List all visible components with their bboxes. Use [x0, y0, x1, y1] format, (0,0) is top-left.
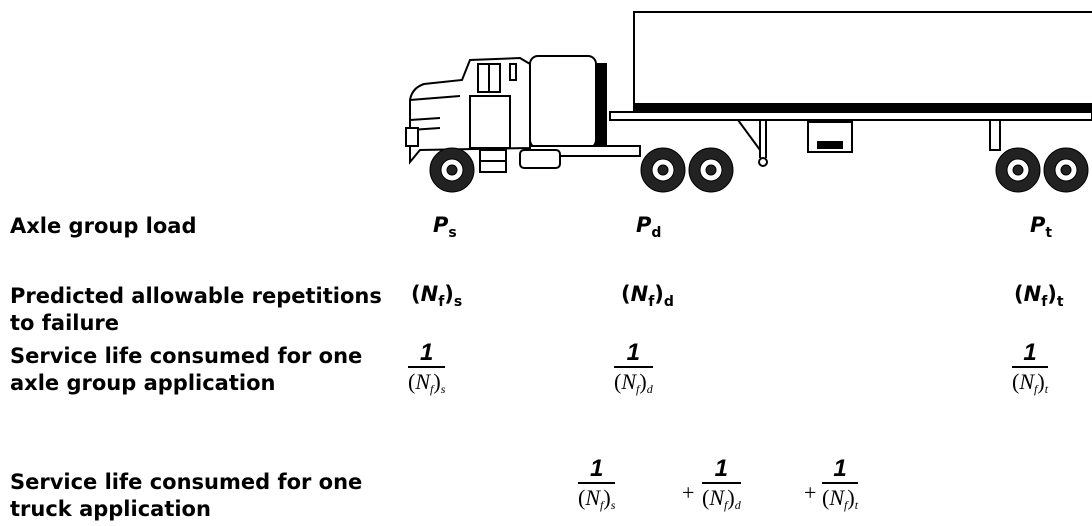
- denominator: (Nf)t: [822, 484, 858, 519]
- denominator: (Nf)d: [702, 484, 741, 519]
- trailer-box: [634, 12, 1092, 110]
- reps-drive: (Nf)d: [621, 282, 674, 310]
- denominator: (Nf)d: [614, 368, 653, 403]
- denominator: (Nf)s: [578, 484, 615, 519]
- numerator: 1: [586, 456, 607, 482]
- label-life-truck: Service life consumed for one truck appl…: [10, 469, 395, 523]
- numerator: 1: [1019, 340, 1040, 366]
- fraction-trailer: 1 (Nf)t: [1012, 340, 1048, 403]
- trailer-wheels: [996, 148, 1088, 192]
- numerator: 1: [829, 456, 850, 482]
- steer-wheel: [430, 148, 474, 192]
- numerator: 1: [416, 340, 437, 366]
- fraction-steer: 1 (Nf)s: [408, 340, 445, 403]
- load-steer: Ps: [433, 213, 457, 241]
- label-life-axle: Service life consumed for one axle group…: [10, 343, 395, 397]
- truck-illustration: [0, 0, 1092, 200]
- plus-sign-1: +: [682, 480, 694, 506]
- label-axle-load: Axle group load: [10, 213, 197, 240]
- sum-fraction-steer: 1 (Nf)s: [578, 456, 615, 519]
- drive-wheels: [641, 148, 733, 192]
- label-allowable-reps: Predicted allowable repetitions to failu…: [10, 283, 395, 337]
- fraction-drive: 1 (Nf)d: [614, 340, 653, 403]
- reps-steer: (Nf)s: [411, 282, 462, 310]
- plus-sign-2: +: [804, 480, 816, 506]
- sum-fraction-drive: 1 (Nf)d: [702, 456, 741, 519]
- load-drive: Pd: [636, 213, 661, 241]
- numerator: 1: [711, 456, 732, 482]
- denominator: (Nf)s: [408, 368, 445, 403]
- numerator: 1: [623, 340, 644, 366]
- sum-fraction-trailer: 1 (Nf)t: [822, 456, 858, 519]
- reps-trailer: (Nf)t: [1014, 282, 1064, 310]
- denominator: (Nf)t: [1012, 368, 1048, 403]
- load-trailer: Pt: [1030, 213, 1052, 241]
